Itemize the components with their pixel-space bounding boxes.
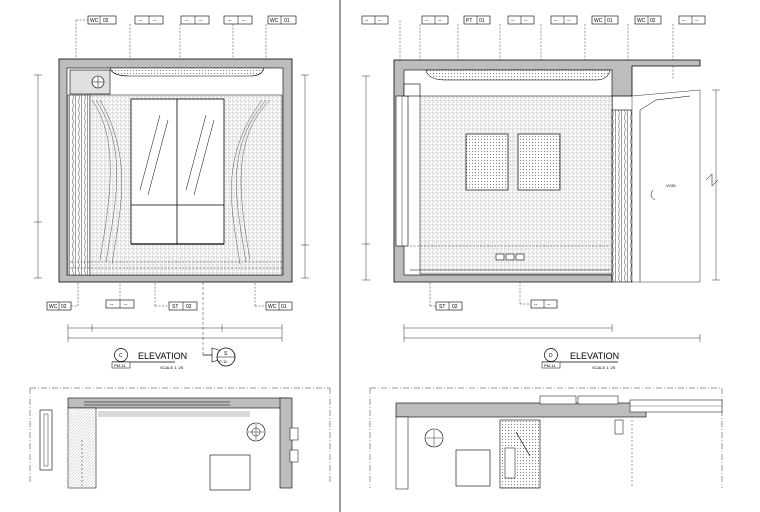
svg-text:02: 02 [650, 18, 656, 24]
wallpaper-field [419, 95, 613, 275]
svg-text:SCALE 1: 25: SCALE 1: 25 [592, 365, 616, 370]
svg-text:--: -- [378, 18, 382, 24]
svg-text:--: -- [185, 18, 189, 24]
svg-text:WC: WC [637, 18, 646, 24]
svg-text:PM-11: PM-11 [114, 363, 126, 368]
material-tag: WC 01 [265, 301, 293, 311]
svg-text:ELEVATION: ELEVATION [138, 351, 187, 361]
svg-text:--: -- [438, 18, 442, 24]
material-tag: -- -- [361, 15, 389, 25]
plan-view-right [369, 387, 723, 490]
plan-view-left [29, 387, 331, 491]
material-tag: -- -- [550, 15, 578, 25]
height-dimension [34, 74, 42, 279]
curtain-drapes [91, 99, 271, 265]
elevation-title: D PM-11 ELEVATION SCALE 1: 25 [541, 348, 619, 370]
svg-text:--: -- [153, 18, 157, 24]
picture-frame [465, 133, 509, 191]
svg-text:VOID: VOID [666, 183, 676, 188]
right-elevation: -- -- -- -- PT 01 -- -- [361, 15, 723, 490]
svg-text:02: 02 [452, 304, 458, 310]
svg-text:D: D [549, 353, 553, 359]
picture-frame [517, 133, 561, 191]
svg-text:S: S [224, 351, 228, 357]
material-tag: WC 02 [87, 15, 117, 25]
svg-text:--: -- [511, 18, 515, 24]
left-elevation: WC 02 -- -- -- -- -- -- [29, 15, 331, 491]
material-tag: -- -- [180, 15, 210, 25]
material-tag: -- -- [678, 15, 706, 25]
svg-text:C: C [119, 353, 123, 359]
svg-text:--: -- [199, 18, 203, 24]
svg-text:--: -- [124, 302, 128, 308]
svg-text:ST: ST [439, 304, 445, 310]
svg-text:--: -- [534, 302, 538, 308]
svg-text:--: -- [554, 18, 558, 24]
svg-text:01: 01 [479, 18, 485, 24]
wood-panel [67, 94, 91, 276]
wood-column [611, 109, 633, 283]
width-dimension [67, 324, 283, 342]
svg-text:--: -- [524, 18, 528, 24]
svg-text:SCALE 1: 25: SCALE 1: 25 [160, 365, 184, 370]
svg-text:WC: WC [270, 18, 279, 24]
elevation-bubble [114, 348, 128, 362]
material-tag: -- -- [134, 15, 164, 25]
svg-text:--: -- [110, 302, 114, 308]
ceiling-cornice [109, 67, 265, 77]
bed-icon [455, 449, 491, 487]
svg-text:--: -- [567, 18, 571, 24]
material-tag: -- -- [530, 299, 558, 309]
material-tag: -- -- [105, 299, 135, 309]
elevation-bubble [544, 348, 558, 362]
svg-text:PT: PT [466, 18, 472, 24]
material-tag: WC 01 [591, 15, 619, 25]
svg-text:--: -- [228, 18, 232, 24]
svg-text:02: 02 [103, 18, 109, 24]
section-marker: S P-11 [202, 282, 237, 367]
material-tag: WC 01 [267, 15, 297, 25]
svg-text:02: 02 [186, 304, 192, 310]
material-tag: ST 02 [168, 301, 198, 311]
svg-text:WC: WC [49, 304, 58, 310]
material-tag: -- -- [223, 15, 253, 25]
window-frame [130, 98, 225, 245]
svg-text:--: -- [695, 18, 699, 24]
svg-text:--: -- [547, 302, 551, 308]
svg-text:P-11: P-11 [219, 359, 228, 364]
svg-text:ELEVATION: ELEVATION [570, 351, 619, 361]
svg-text:PM-11: PM-11 [544, 363, 556, 368]
right-bottom-tags: ST 02 -- -- [429, 282, 558, 311]
svg-text:--: -- [425, 18, 429, 24]
material-tag: PT 01 [463, 15, 491, 25]
left-bottom-tags: WC 02 -- -- ST 02 WC 01 [46, 282, 293, 311]
svg-text:WC: WC [594, 18, 603, 24]
svg-text:--: -- [242, 18, 246, 24]
svg-text:01: 01 [284, 18, 290, 24]
ceiling-cornice [425, 69, 611, 81]
svg-text:WC: WC [90, 18, 99, 24]
material-tag: WC 02 [634, 15, 662, 25]
material-tag: -- -- [421, 15, 449, 25]
material-tag: -- -- [507, 15, 535, 25]
material-tag: WC 02 [46, 301, 72, 311]
outlet-icons [495, 253, 525, 261]
svg-text:02: 02 [61, 304, 67, 310]
svg-text:01: 01 [607, 18, 613, 24]
bed-icon [209, 454, 251, 491]
svg-text:WC: WC [268, 304, 277, 310]
elevation-title: C PM-11 ELEVATION SCALE 1: 25 [111, 348, 187, 370]
svg-text:01: 01 [281, 304, 287, 310]
svg-text:--: -- [139, 18, 143, 24]
svg-text:ST: ST [172, 304, 178, 310]
svg-text:--: -- [365, 18, 369, 24]
material-tag: ST 02 [435, 301, 463, 311]
svg-text:--: -- [682, 18, 686, 24]
